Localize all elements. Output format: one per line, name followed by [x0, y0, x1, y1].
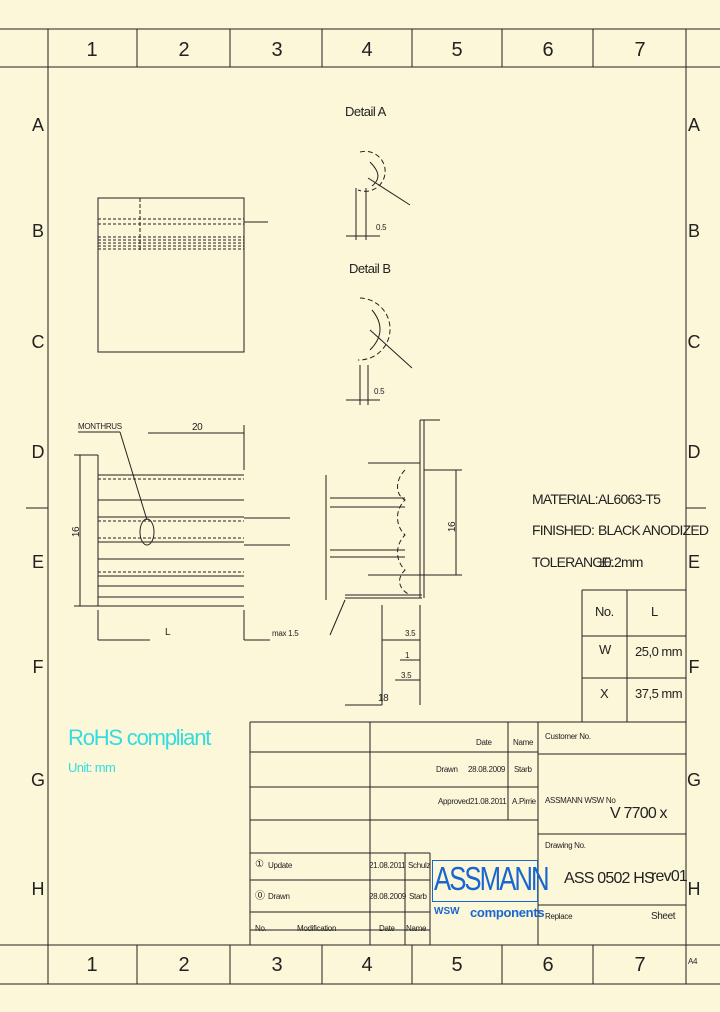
row-label-h: H	[31, 879, 45, 899]
tb-drawn-name: Starb	[514, 765, 532, 774]
mounting-label: MONTHRUS	[78, 422, 122, 431]
row-label-b: B	[31, 221, 45, 241]
tb-approved-date: 21.08.2011	[470, 797, 507, 806]
row-label-c-right: C	[687, 332, 701, 352]
tb-customer-label: Customer No.	[545, 732, 591, 741]
unit-note: Unit: mm	[68, 760, 116, 775]
detail-a-label: Detail A	[345, 104, 386, 119]
tb-no-header: No.	[255, 924, 267, 933]
tb-modification-header: Modification	[297, 924, 337, 933]
finished-value: BLACK ANODIZED	[598, 522, 709, 538]
wsw-logo-mark: WSW	[434, 906, 460, 917]
variant-row-x-length: 37,5 mm	[635, 686, 683, 701]
row-label-c: C	[31, 332, 45, 352]
dimension-side-c: 1	[405, 651, 410, 660]
column-label-4-bottom: 4	[361, 954, 373, 976]
tb-replace-label: Replace	[545, 912, 573, 921]
tb-rev0-mark: ⓪	[255, 891, 265, 902]
tb-rev1-date: 21.08.2011	[369, 861, 406, 870]
column-label-5-bottom: 5	[451, 954, 463, 976]
column-label-7: 7	[634, 39, 646, 61]
rohs-title: RoHS compliant	[68, 725, 211, 750]
tb-rev0-date: 28.08.2009	[369, 892, 407, 901]
row-label-e-right: E	[687, 552, 701, 572]
logo-components-text: components	[470, 905, 545, 920]
tb-approved-name: A.Pirrie	[512, 797, 536, 806]
tb-name-header: Name	[513, 738, 534, 747]
tb-date-header: Date	[476, 738, 492, 747]
tb-rev1-mark: ①	[255, 859, 264, 870]
tolerance-value: ±0.2mm	[597, 554, 643, 570]
dimension-width: 20	[192, 422, 203, 433]
tb-approved-label: Approved	[438, 797, 470, 806]
tb-rev1-name: Schulz	[408, 861, 431, 870]
dimension-side-b: 3.5	[401, 671, 412, 680]
row-label-f: F	[32, 657, 44, 677]
row-label-d: D	[31, 442, 45, 462]
column-label-1: 1	[86, 39, 98, 61]
material-value: AL6063-T5	[598, 491, 661, 507]
detail-b-label: Detail B	[349, 261, 391, 276]
finished-label: FINISHED:	[532, 522, 595, 538]
variant-header-no: No.	[595, 604, 614, 619]
row-label-h-right: H	[687, 879, 701, 899]
column-label-6: 6	[542, 39, 554, 61]
assmann-logo	[432, 860, 538, 902]
tb-drawing-number: ASS 0502 HS	[564, 870, 655, 887]
row-label-a: A	[31, 115, 45, 135]
dimension-side-height: 16	[447, 521, 459, 533]
column-label-1-bottom: 1	[86, 954, 98, 976]
dimension-max: max 1.5	[272, 629, 299, 638]
row-label-d-right: D	[687, 442, 701, 462]
material-label: MATERIAL:	[532, 491, 598, 507]
tb-drawing-label: Drawing No.	[545, 841, 586, 850]
row-label-f-right: F	[688, 657, 700, 677]
dimension-side-a: 3.5	[405, 629, 416, 638]
column-label-4: 4	[361, 39, 373, 61]
tb-rev1-text: Update	[268, 861, 292, 870]
corner-code: A4	[688, 957, 698, 966]
detail-b-dimension: 0.5	[374, 387, 385, 396]
row-label-g: G	[30, 770, 46, 790]
tb-date-header-2: Date	[379, 924, 395, 933]
tb-assmann-label: ASSMANN WSW No	[545, 796, 616, 805]
dimension-length: L	[165, 627, 171, 638]
dimension-side-width: 18	[378, 693, 389, 704]
tb-drawn-date: 28.08.2009	[468, 765, 506, 774]
tb-revision: rev01	[651, 868, 688, 885]
tb-rev0-name: Starb	[409, 892, 427, 901]
column-label-7-bottom: 7	[634, 954, 646, 976]
row-label-e: E	[31, 552, 45, 572]
column-label-2-bottom: 2	[178, 954, 190, 976]
tolerance-label: TOLERANCE:	[532, 554, 614, 570]
row-label-b-right: B	[687, 221, 701, 241]
column-label-5: 5	[451, 39, 463, 61]
column-label-2: 2	[178, 39, 190, 61]
column-label-3: 3	[271, 39, 283, 61]
tb-name-header-2: Name	[406, 924, 427, 933]
variant-row-x-code: X	[600, 686, 609, 701]
tb-drawn-label: Drawn	[436, 765, 458, 774]
tb-part-number: V 7700 x	[610, 805, 668, 822]
variant-row-w-length: 25,0 mm	[635, 644, 683, 659]
variant-row-w-code: W	[599, 642, 611, 657]
tb-sheet-label: Sheet	[651, 911, 676, 922]
dimension-height: 16	[71, 526, 83, 538]
row-label-a-right: A	[687, 115, 701, 135]
variant-header-l: L	[651, 604, 658, 619]
column-label-3-bottom: 3	[271, 954, 283, 976]
detail-a-dimension: 0.5	[376, 223, 387, 232]
row-label-g-right: G	[686, 770, 702, 790]
tb-rev0-text: Drawn	[268, 892, 290, 901]
assmann-logo-name: ASSMANN	[434, 860, 550, 897]
column-label-6-bottom: 6	[542, 954, 554, 976]
